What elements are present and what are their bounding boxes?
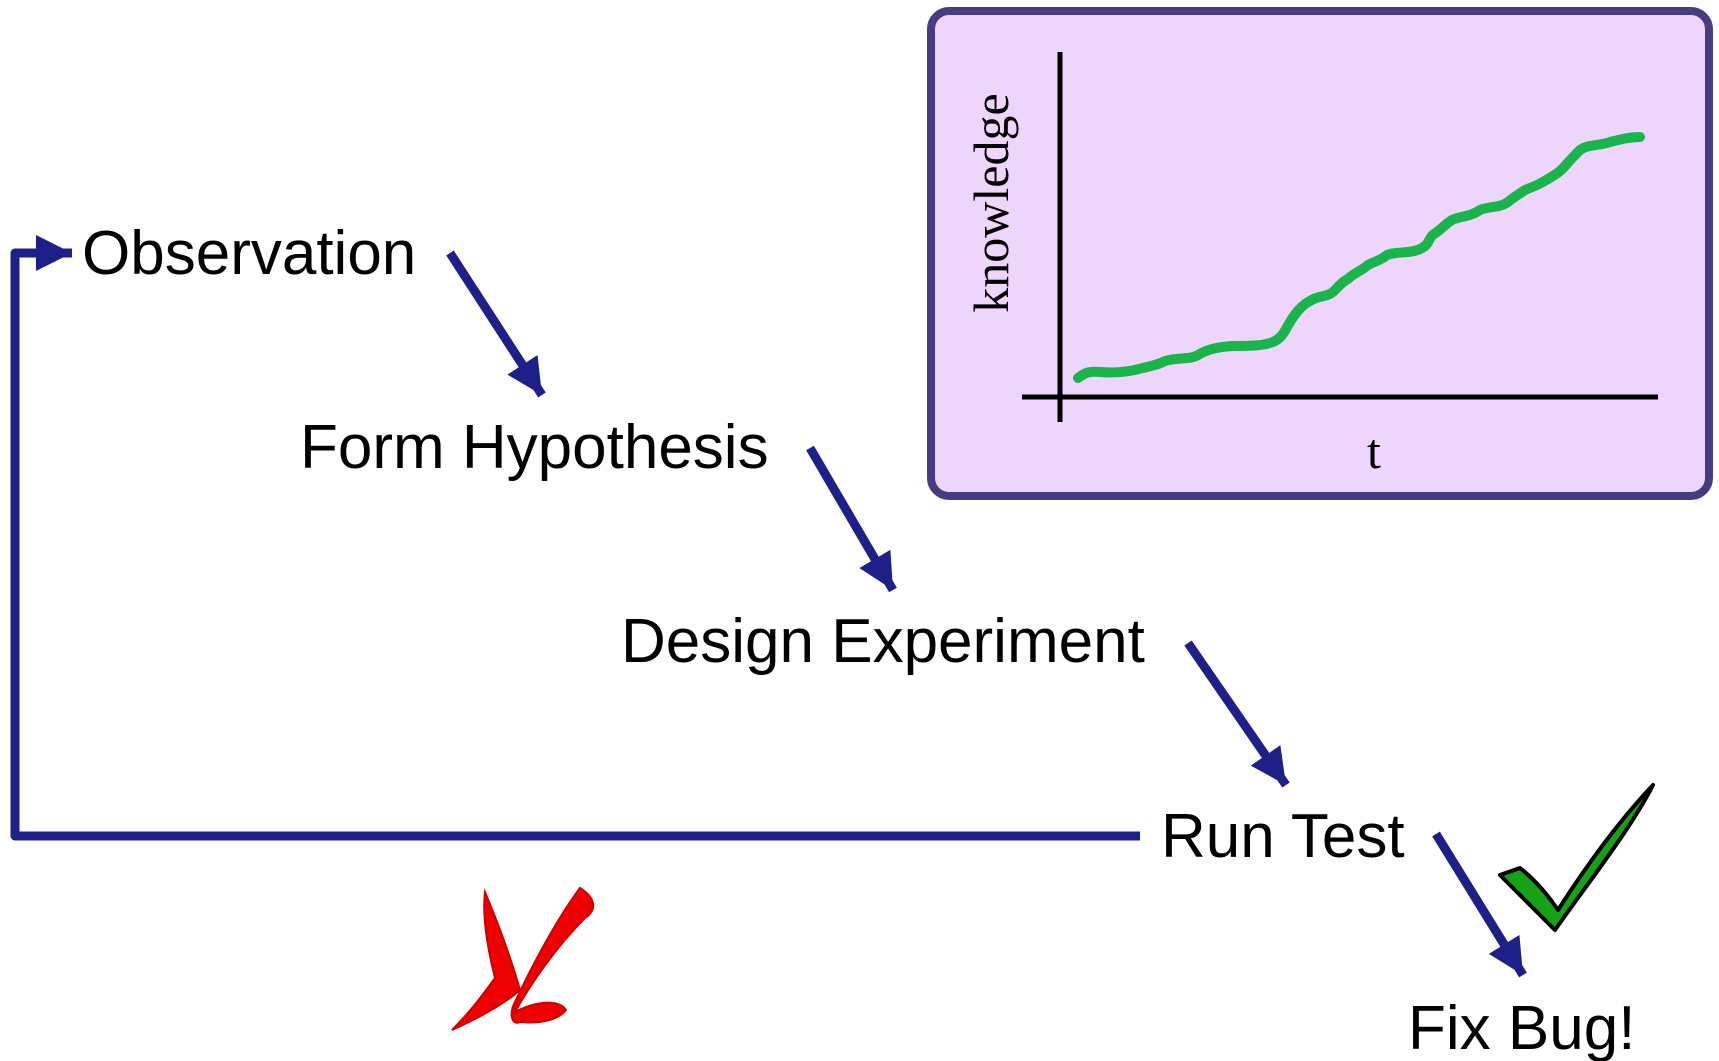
inset-panel bbox=[927, 7, 1713, 500]
arrow-hypothesis-to-experiment bbox=[806, 445, 897, 593]
step-fix-bug: Fix Bug! bbox=[1408, 994, 1635, 1061]
knowledge-curve bbox=[1073, 132, 1645, 383]
green-check-icon bbox=[1498, 783, 1655, 932]
red-cross-icon bbox=[451, 886, 594, 1031]
step-observation: Observation bbox=[82, 219, 416, 288]
arrow-observation-to-hypothesis bbox=[446, 250, 546, 398]
arrow-experiment-to-run-test bbox=[1184, 640, 1290, 788]
step-form-hypothesis: Form Hypothesis bbox=[300, 413, 769, 482]
step-run-test: Run Test bbox=[1161, 802, 1405, 871]
step-design-experiment: Design Experiment bbox=[621, 607, 1145, 676]
knowledge-over-time-inset: knowledge t bbox=[927, 7, 1713, 500]
x-axis-label: t bbox=[1367, 423, 1381, 479]
y-axis-label: knowledge bbox=[963, 93, 1019, 312]
loop-back-arrow bbox=[10, 235, 1140, 841]
arrow-run-test-to-fix-bug bbox=[1432, 831, 1527, 978]
